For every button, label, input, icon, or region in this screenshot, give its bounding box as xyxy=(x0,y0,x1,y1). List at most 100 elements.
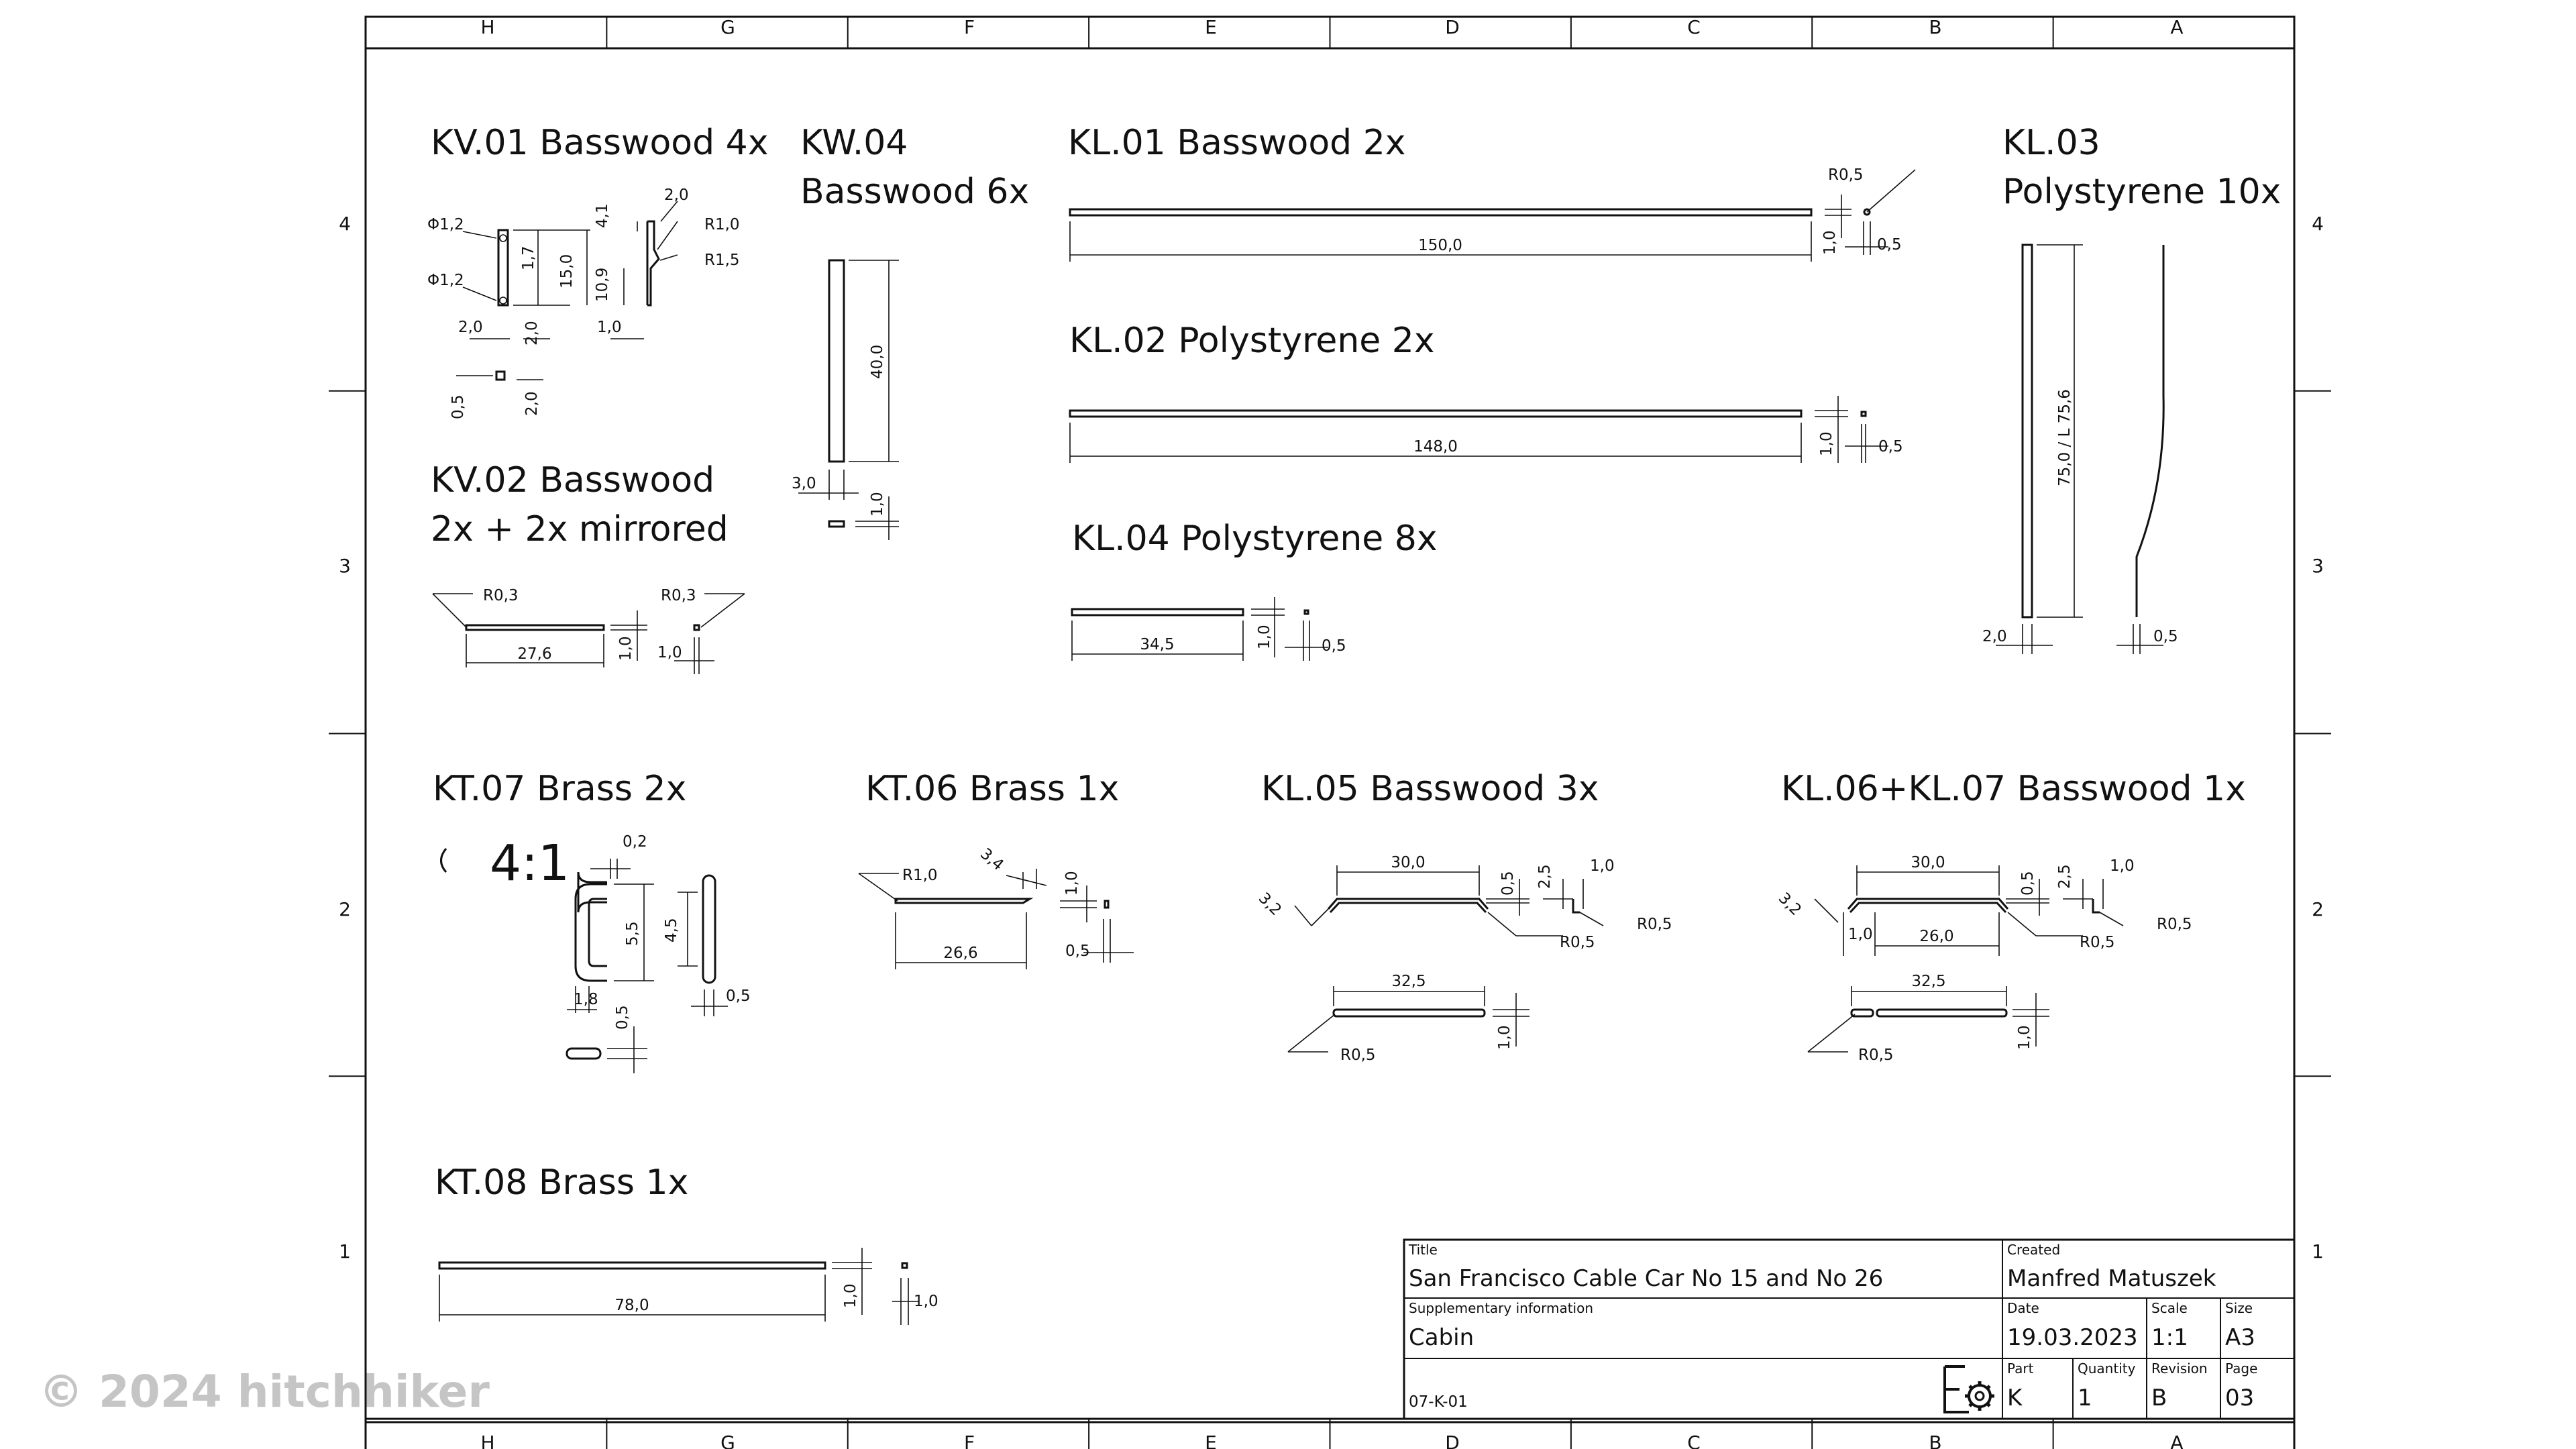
part-kt08-view-top xyxy=(438,1261,826,1270)
part-kl05: KL.05 Basswood 3x 30,0 0,5 2,5 1,0 3,2 R… xyxy=(1255,769,1672,1064)
part-kt07-title: KT.07 Brass 2x xyxy=(433,769,686,809)
date-caption: Date xyxy=(2007,1300,2039,1316)
kw04-dim-1: 40,0 xyxy=(869,345,886,379)
part-kl04: KL.04 Polystyrene 8x 34,5 1,0 0,5 xyxy=(1071,519,1438,661)
cad-gear-icon xyxy=(1943,1365,1994,1413)
part-kl02: KL.02 Polystyrene 2x 148,0 1,0 0,5 xyxy=(1069,321,1903,463)
zone-row-left-3: 3 xyxy=(339,555,351,577)
kl05-dim-6: R0,5 xyxy=(1560,934,1595,951)
date-value: 19.03.2023 xyxy=(2007,1324,2138,1351)
part-kl04-view-top xyxy=(1071,608,1244,616)
revision-caption: Revision xyxy=(2151,1360,2208,1377)
kl0607-dim-7: 26,0 xyxy=(1919,928,1953,945)
part-kt07-symbol xyxy=(440,848,447,873)
part-kl03: KL.03 Polystyrene 10x 75,0 / L 75,6 2,0 … xyxy=(1982,123,2281,654)
zone-col-top-a: A xyxy=(2170,16,2183,38)
kt06-dim-2: 3,4 xyxy=(977,845,1007,874)
kv01-dim-14: 2,0 xyxy=(523,391,541,416)
kv02-dim-3: 27,6 xyxy=(517,645,551,663)
part-kl01-view-top xyxy=(1069,208,1813,217)
page-value: 03 xyxy=(2225,1385,2254,1411)
created-caption: Created xyxy=(2007,1242,2060,1258)
kl0607-dim-8: R0,5 xyxy=(2080,934,2115,951)
zone-row-right-2: 2 xyxy=(2312,898,2324,920)
zone-ticks xyxy=(329,17,2331,1449)
part-kl03-title-1: KL.03 xyxy=(2002,123,2100,163)
part-kt06-title: KT.06 Brass 1x xyxy=(865,769,1119,809)
size-caption: Size xyxy=(2225,1300,2253,1316)
kl0607-dim-12: 1,0 xyxy=(2016,1025,2033,1050)
kl0607-dim-11: R0,5 xyxy=(1858,1046,1894,1064)
zone-col-top-c: C xyxy=(1687,16,1701,38)
part-kv02: KV.02 Basswood 2x + 2x mirrored R0,3 R0,… xyxy=(431,460,745,674)
kv01-dim-11: 2,0 xyxy=(523,321,541,345)
zone-col-top-h: H xyxy=(480,16,494,38)
zone-col-bottom-b: B xyxy=(1929,1432,1941,1449)
kt07-dim-3: 4,5 xyxy=(663,918,680,943)
part-kw04-title-1: KW.04 xyxy=(800,123,908,163)
part-kl03-title-2: Polystyrene 10x xyxy=(2002,172,2281,212)
kl05-dim-10: 1,0 xyxy=(1496,1025,1513,1050)
zone-labels: H G F E D C B A H G F E D C B A 4 3 2 1 … xyxy=(339,16,2324,1449)
kv02-dim-5: 1,0 xyxy=(657,644,682,661)
zone-row-left-1: 1 xyxy=(339,1240,351,1263)
kv01-dim-4: 15,0 xyxy=(558,254,576,288)
part-kt07-view-front xyxy=(574,883,607,982)
part-kt07-view-side xyxy=(702,874,716,984)
kl0607-dim-10: 32,5 xyxy=(1911,973,1945,990)
scale-value: 1:1 xyxy=(2151,1324,2188,1351)
kt06-dim-4: 26,6 xyxy=(943,945,977,962)
part-kv01: KV.01 Basswood 4x Φ1,2 Φ1,2 1,7 15,0 4,1… xyxy=(427,123,768,419)
part-kv01-view-front xyxy=(497,229,509,307)
kl05-dim-8: 32,5 xyxy=(1391,973,1426,990)
zone-row-right-4: 4 xyxy=(2312,213,2324,235)
zone-col-top-f: F xyxy=(964,16,975,38)
part-kv02-title-2: 2x + 2x mirrored xyxy=(431,509,729,549)
kt07-dim-6: 0,5 xyxy=(726,987,751,1005)
supplementary-value: Cabin xyxy=(1409,1324,1474,1351)
kv01-dim-1: Φ1,2 xyxy=(427,216,464,233)
zone-col-top-e: E xyxy=(1205,16,1217,38)
part-kl01-title: KL.01 Basswood 2x xyxy=(1068,123,1406,163)
part-kt08-title: KT.08 Brass 1x xyxy=(435,1163,688,1203)
kl05-dim-1: 30,0 xyxy=(1391,854,1425,871)
kl01-dim-2: R0,5 xyxy=(1828,166,1864,184)
kt06-dim-3: 1,0 xyxy=(1063,871,1081,896)
revision-value: B xyxy=(2151,1385,2167,1411)
kl05-dim-2: 0,5 xyxy=(1499,871,1517,896)
part-caption: Part xyxy=(2007,1360,2034,1377)
supplementary-caption: Supplementary information xyxy=(1409,1300,1593,1316)
quantity-caption: Quantity xyxy=(2078,1360,2136,1377)
zone-row-left-4: 4 xyxy=(339,213,351,235)
zone-col-bottom-d: D xyxy=(1445,1432,1460,1449)
part-kl0607-title: KL.06+KL.07 Basswood 1x xyxy=(1781,769,2246,809)
part-kl03-view-front xyxy=(2021,244,2033,619)
kw04-dim-2: 3,0 xyxy=(792,475,816,492)
part-kv01-view-side xyxy=(646,220,660,307)
kv01-dim-13: 0,5 xyxy=(449,394,467,419)
part-kt07: KT.07 Brass 2x 4:1 0,2 5,5 4,5 1,8 0,5 0… xyxy=(433,769,751,1073)
part-kw04-title-2: Basswood 6x xyxy=(800,172,1029,212)
kv01-dim-2: Φ1,2 xyxy=(427,272,464,289)
part-kl0607: KL.06+KL.07 Basswood 1x 30,0 0,5 2,5 1, xyxy=(1775,769,2246,1064)
part-kl05-title: KL.05 Basswood 3x xyxy=(1261,769,1599,809)
kl02-dim-3: 0,5 xyxy=(1878,438,1903,455)
kt07-dim-2: 5,5 xyxy=(624,921,641,946)
kw04-dim-3: 1,0 xyxy=(869,492,886,517)
zone-col-bottom-h: H xyxy=(480,1432,494,1449)
part-kl03-view-side xyxy=(2135,245,2165,617)
part-kl02-view-top xyxy=(1069,409,1803,418)
kl05-dim-4: 1,0 xyxy=(1590,857,1615,875)
zone-col-bottom-c: C xyxy=(1687,1432,1701,1449)
kl03-dim-2: 2,0 xyxy=(1982,628,2007,645)
part-value: K xyxy=(2007,1385,2023,1411)
part-kt07-scale: 4:1 xyxy=(490,835,570,892)
kt06-dim-1: R1,0 xyxy=(902,867,938,884)
page-caption: Page xyxy=(2225,1360,2257,1377)
kl03-dim-3: 0,5 xyxy=(2153,628,2178,645)
kl0607-dim-4: 1,0 xyxy=(2110,857,2135,875)
kt08-dim-2: 1,0 xyxy=(842,1283,859,1308)
part-kl04-title: KL.04 Polystyrene 8x xyxy=(1072,519,1438,559)
part-kl0607-view-top xyxy=(1847,898,2009,914)
size-value: A3 xyxy=(2225,1324,2255,1351)
